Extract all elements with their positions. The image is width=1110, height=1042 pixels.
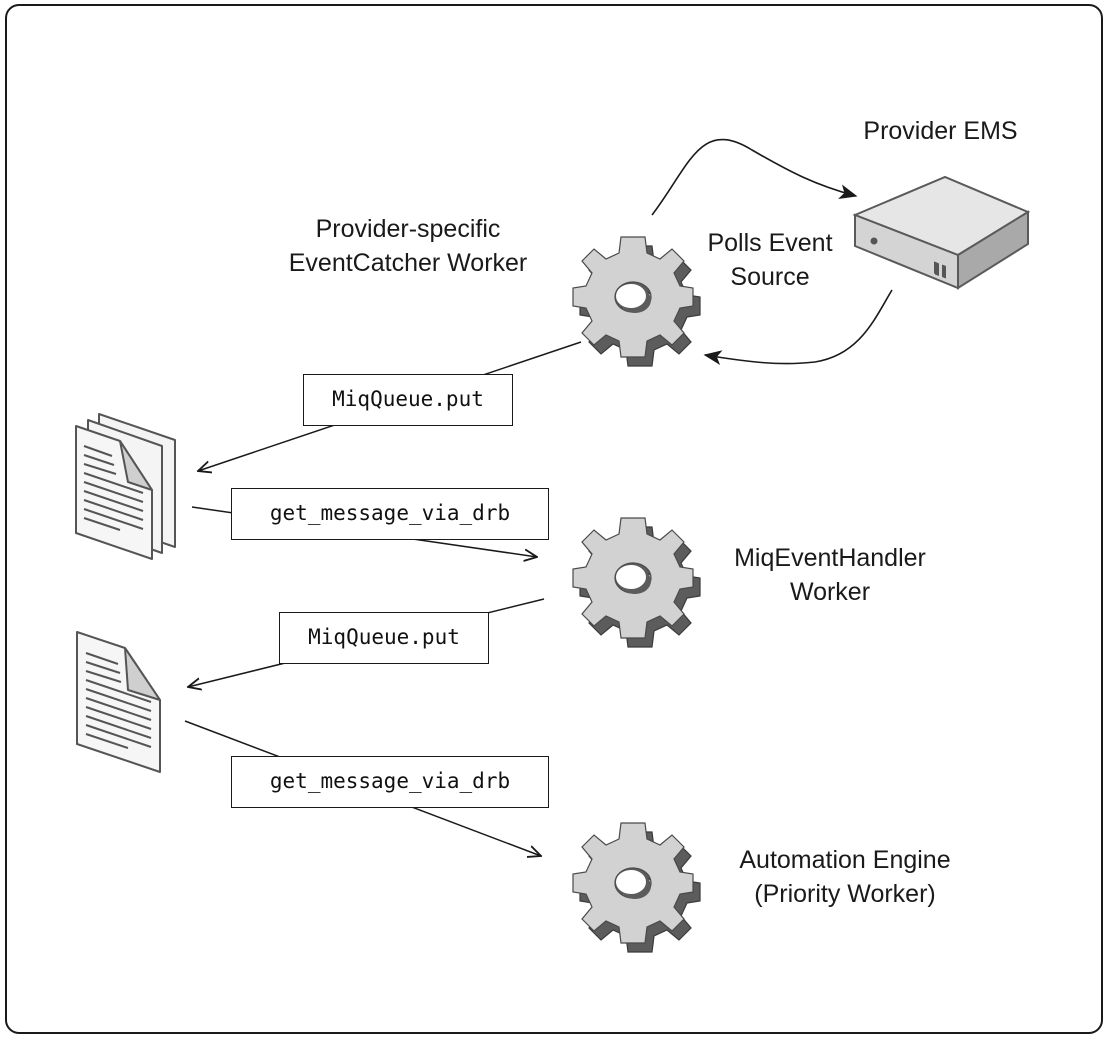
polls-event-source-label: Polls Event Source	[707, 229, 833, 291]
arrow-ems-to-catcher	[703, 289, 893, 366]
queue-document-stack-icon	[75, 413, 176, 560]
provider-ems-server-icon	[852, 175, 1031, 290]
event-catcher-label: Provider-specific EventCatcher Worker	[288, 215, 528, 277]
miqqueue-put-box-2: MiqQueue.put	[279, 612, 489, 664]
automation-engine-label: Automation Engine (Priority Worker)	[739, 846, 951, 908]
arrow-catcher-to-ems	[651, 138, 858, 216]
automation-engine-gear-icon	[572, 822, 701, 953]
get-message-via-drb-box-2: get_message_via_drb	[231, 756, 549, 808]
diagram-frame	[5, 4, 1103, 1034]
event-handler-gear-icon	[572, 517, 701, 648]
miqqueue-put-box-1: MiqQueue.put	[303, 374, 513, 426]
queue-document-icon	[76, 631, 161, 773]
event-handler-label: MiqEventHandler Worker	[734, 544, 926, 606]
get-message-via-drb-box-1: get_message_via_drb	[231, 488, 549, 540]
provider-ems-label: Provider EMS	[863, 117, 1018, 145]
